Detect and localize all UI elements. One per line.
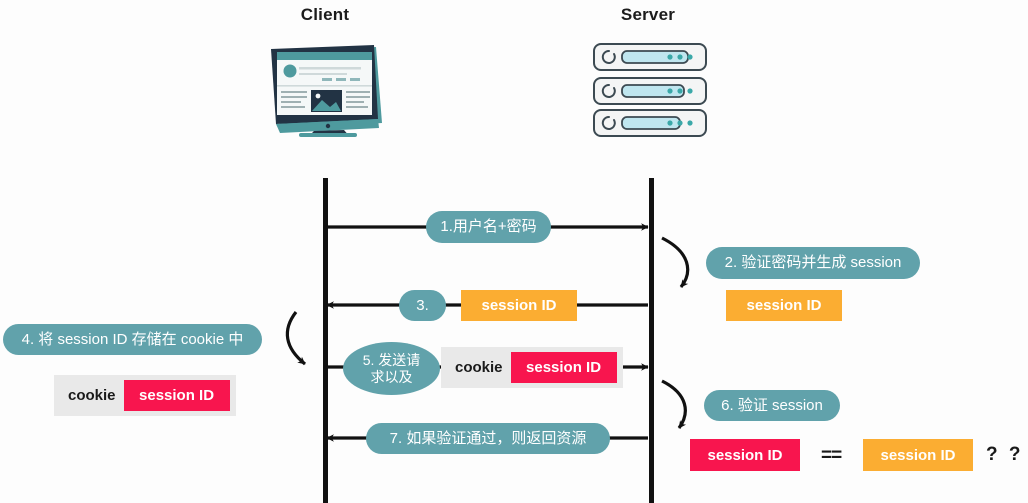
desktop-monitor-icon [271,45,382,137]
cookie-label: cookie [68,387,116,404]
cookie-label: cookie [455,359,503,376]
server-stack-icon [593,43,707,137]
client-title: Client [300,5,350,24]
step-7-label: 7. 如果验证通过，则返回资源 [366,423,610,454]
request-session-id-token: session ID [510,352,617,383]
step-3-session-id-token: session ID [461,290,577,321]
server-lifeline [649,178,654,503]
arrow-step-6 [661,379,687,429]
cookie-session-id-token: session ID [123,380,230,411]
question-marks: ? ? [986,444,1024,465]
compare-left-session-id-token: session ID [690,439,800,471]
step-5-label: 5. 发送请 求以及 [343,342,440,395]
server-title: Server [620,5,676,24]
step-3-label: 3. [399,290,446,321]
step-2-session-id-token: session ID [726,290,842,321]
arrow-step-2 [661,236,690,288]
request-cookie-payload: cookie session ID [441,347,623,388]
step-2-label: 2. 验证密码并生成 session [706,247,920,279]
client-lifeline [323,178,328,503]
client-cookie-store: cookie session ID [54,375,236,416]
step-1-label: 1.用户名+密码 [426,211,551,243]
step-4-label: 4. 将 session ID 存储在 cookie 中 [3,324,262,355]
arrow-step-4 [285,311,307,366]
compare-right-session-id-token: session ID [863,439,973,471]
step-6-label: 6. 验证 session [704,390,840,421]
equals-operator: == [821,445,842,466]
